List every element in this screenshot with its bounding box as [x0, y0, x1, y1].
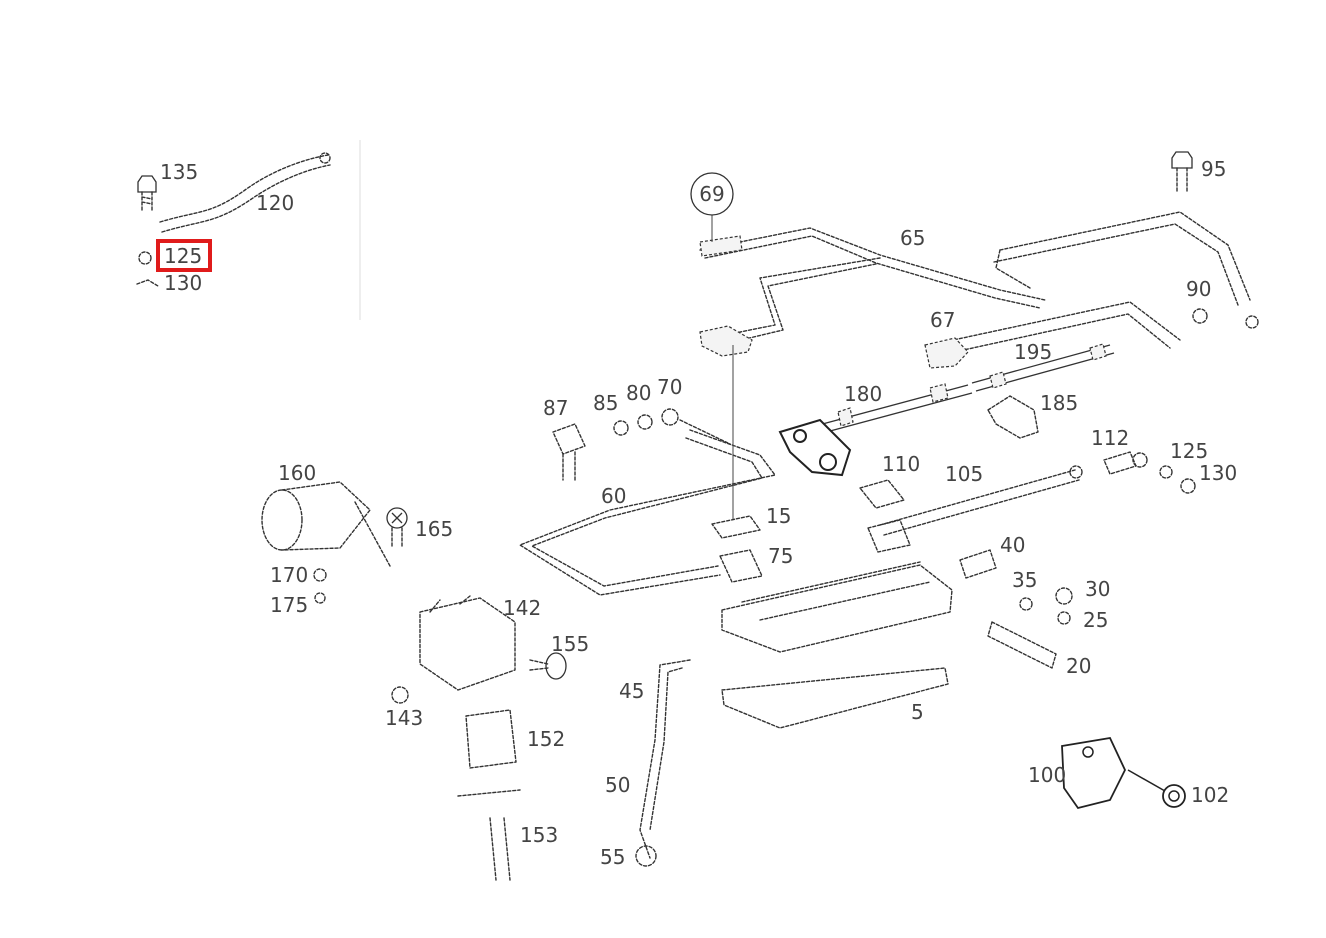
label-30[interactable]: 30	[1085, 577, 1110, 601]
cable-60-shape	[519, 345, 776, 596]
label-25[interactable]: 25	[1083, 608, 1108, 632]
label-80[interactable]: 80	[626, 381, 651, 405]
pushpin-155-shape	[529, 652, 567, 680]
callout-69-label: 69	[699, 182, 724, 206]
relay-152-shape	[457, 709, 521, 881]
label-95[interactable]: 95	[1201, 157, 1226, 181]
label-125[interactable]: 125	[1170, 439, 1208, 463]
hose-45-50-55-shape	[635, 659, 691, 867]
label-110[interactable]: 110	[882, 452, 920, 476]
battery-tray-shape	[721, 561, 953, 729]
washer-125-shape	[138, 251, 152, 265]
highlight-box	[156, 239, 212, 272]
label-40[interactable]: 40	[1000, 533, 1025, 557]
cable-67-shape	[924, 301, 1181, 369]
washer-130-shape	[136, 279, 159, 287]
part-labels: 135 120 125 130 65 95 90 67 195 180 185 …	[160, 157, 1237, 869]
label-170[interactable]: 170	[270, 563, 308, 587]
hardware-87-85-80-70	[552, 408, 731, 481]
label-67[interactable]: 67	[930, 308, 955, 332]
plug-40-shape	[959, 549, 997, 579]
bracket-185-shape	[987, 395, 1039, 439]
cable-105-shape	[859, 465, 1083, 553]
label-65[interactable]: 65	[900, 226, 925, 250]
label-100[interactable]: 100	[1028, 763, 1066, 787]
label-20[interactable]: 20	[1066, 654, 1091, 678]
box-160-shape	[261, 481, 391, 567]
label-160[interactable]: 160	[278, 461, 316, 485]
label-50[interactable]: 50	[605, 773, 630, 797]
sleeve-112-shape	[1103, 451, 1196, 494]
bolt-135-shape	[137, 175, 157, 211]
label-87[interactable]: 87	[543, 396, 568, 420]
label-55[interactable]: 55	[600, 845, 625, 869]
screw-165-shape	[386, 507, 408, 549]
clamp-15-shape	[711, 515, 761, 539]
label-153[interactable]: 153	[520, 823, 558, 847]
inset-group	[136, 152, 331, 287]
nut-102-shape	[1162, 784, 1186, 808]
hardware-35-30-25	[1019, 587, 1073, 625]
label-112[interactable]: 112	[1091, 426, 1129, 450]
terminal-clamp-shape	[778, 418, 852, 477]
nut-90-shape	[1192, 308, 1259, 329]
label-85[interactable]: 85	[593, 391, 618, 415]
label-143[interactable]: 143	[385, 706, 423, 730]
label-175[interactable]: 175	[270, 593, 308, 617]
label-155[interactable]: 155	[551, 632, 589, 656]
strap-20-shape	[987, 621, 1057, 669]
bracket-100-shape	[1061, 737, 1173, 810]
label-130[interactable]: 130	[164, 271, 202, 295]
label-135[interactable]: 135	[160, 160, 198, 184]
label-102[interactable]: 102	[1191, 783, 1229, 807]
cable-180-shape	[799, 383, 973, 439]
clip-75-shape	[719, 549, 763, 583]
label-152[interactable]: 152	[527, 727, 565, 751]
label-142[interactable]: 142	[503, 596, 541, 620]
label-45[interactable]: 45	[619, 679, 644, 703]
label-70[interactable]: 70	[657, 375, 682, 399]
label-90[interactable]: 90	[1186, 277, 1211, 301]
label-130-right[interactable]: 130	[1199, 461, 1237, 485]
cable-195-shape	[971, 343, 1115, 392]
label-105[interactable]: 105	[945, 462, 983, 486]
hardware-170-175	[313, 568, 327, 604]
label-195[interactable]: 195	[1014, 340, 1052, 364]
label-75[interactable]: 75	[768, 544, 793, 568]
label-15[interactable]: 15	[766, 504, 791, 528]
label-60[interactable]: 60	[601, 484, 626, 508]
label-165[interactable]: 165	[415, 517, 453, 541]
label-35[interactable]: 35	[1012, 568, 1037, 592]
fuse-box-142-shape	[391, 595, 516, 704]
cable-120-shape	[159, 152, 331, 233]
label-120[interactable]: 120	[256, 191, 294, 215]
callout-69[interactable]: 69	[690, 172, 734, 242]
label-125-highlighted[interactable]: 125	[164, 244, 202, 268]
label-180[interactable]: 180	[844, 382, 882, 406]
label-185[interactable]: 185	[1040, 391, 1078, 415]
cable-65-shape	[699, 211, 1251, 357]
bolt-95-shape	[1171, 151, 1193, 193]
label-5[interactable]: 5	[911, 700, 924, 724]
